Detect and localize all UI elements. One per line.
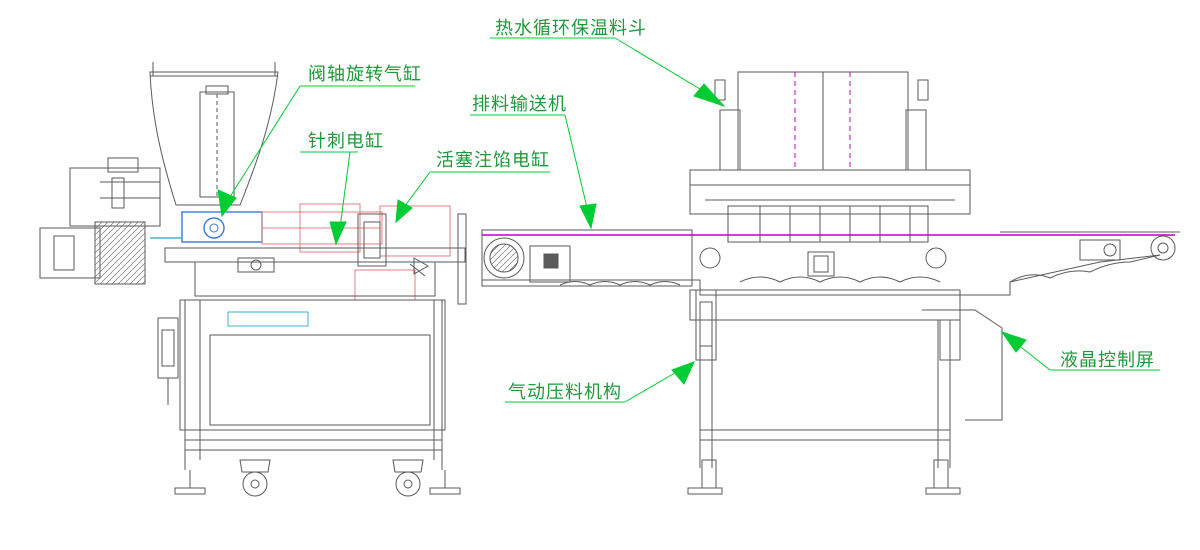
callout-arrow-piston [395,199,413,224]
lcd-panel [922,309,1003,421]
caster-right [395,471,421,497]
side-view [39,62,467,497]
label-valve-cylinder: 阀轴旋转气缸 [308,64,422,85]
conveyor-end-roller [1150,235,1176,261]
conveyor-frame [481,229,693,287]
hopper-funnel [149,71,279,206]
callout-arrow-conveyor [579,203,597,230]
needle-cylinder [357,213,387,267]
callout-arrow-hopper [693,83,726,108]
caster-left [242,471,268,497]
callout-arrow-needle [329,221,347,246]
label-needle-cylinder: 针刺电缸 [308,131,384,152]
callout-arrow-press [671,361,695,385]
label-conveyor: 排料输送机 [472,94,567,115]
callout-arrow-valve [217,189,237,218]
callouts [217,37,1160,403]
front-frame [689,289,961,321]
auger-column [199,91,235,198]
label-hopper: 热水循环保温料斗 [495,18,647,39]
conveyor-drive-roller [483,237,525,279]
callout-arrow-lcd [1000,331,1027,353]
side-press-cylinder [157,317,179,379]
label-piston-cylinder: 活塞注馅电缸 [436,150,550,171]
press-cylinder [695,289,717,361]
front-view [481,71,1180,495]
label-lcd-screen: 液晶控制屏 [1060,350,1155,371]
side-frame [179,299,446,431]
label-press-mechanism: 气动压料机构 [508,382,622,403]
